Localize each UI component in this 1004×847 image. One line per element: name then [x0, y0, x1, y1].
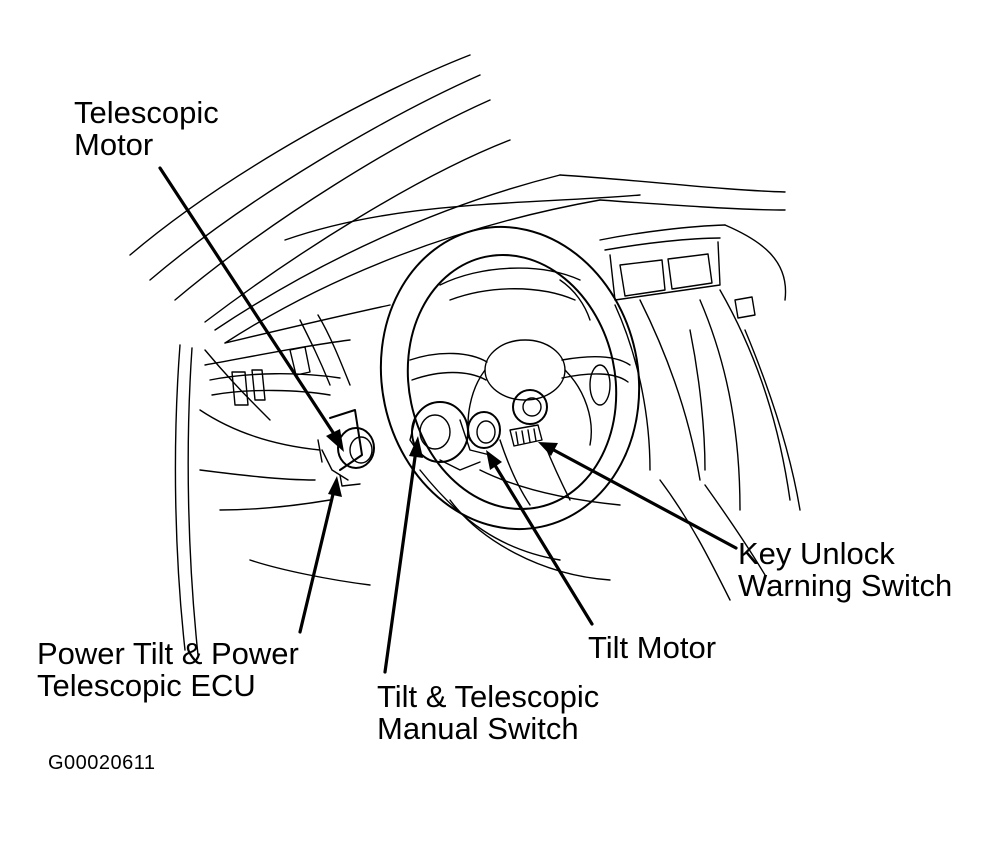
steering-wheel	[379, 225, 641, 531]
label-line: Manual Switch	[377, 711, 579, 746]
tilt-motor-component	[409, 401, 501, 471]
leader-tilt-motor	[486, 450, 594, 626]
label-line: Telescopic	[74, 95, 219, 130]
label-line: Tilt Motor	[588, 630, 717, 665]
label-ecu: Power Tilt & Power Telescopic ECU	[37, 638, 299, 702]
figure-id: G00020611	[48, 752, 156, 774]
steering-column	[419, 469, 621, 581]
label-line: Motor	[74, 127, 154, 162]
key-unlock-switch-component	[509, 389, 548, 447]
left-pillar	[174, 344, 271, 656]
leader-key-unlock	[538, 442, 738, 550]
leader-ecu	[298, 476, 342, 634]
label-key-unlock: Key Unlock Warning Switch	[738, 538, 952, 602]
leader-manual-switch	[383, 436, 423, 674]
leader-telescopic-motor	[158, 166, 344, 452]
dashboard-contours	[199, 304, 391, 586]
label-line: Telescopic ECU	[37, 668, 256, 703]
instrument-cluster	[439, 267, 591, 321]
telescopic-motor-component	[317, 409, 375, 487]
label-line: Warning Switch	[738, 568, 953, 603]
label-line: Key Unlock	[738, 536, 895, 571]
center-console	[599, 224, 801, 601]
label-line: Tilt & Telescopic	[377, 679, 600, 714]
label-tilt-motor: Tilt Motor	[588, 632, 716, 664]
label-manual-switch: Tilt & Telescopic Manual Switch	[377, 681, 599, 745]
label-line: Power Tilt & Power	[37, 636, 299, 671]
label-telescopic-motor: Telescopic Motor	[74, 97, 219, 161]
windshield-frame	[129, 54, 786, 344]
